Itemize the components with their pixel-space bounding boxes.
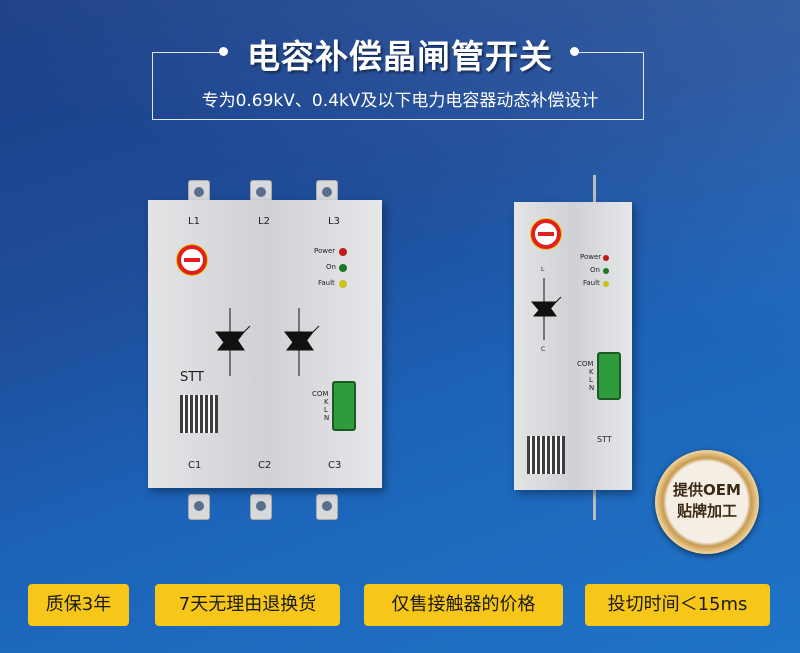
on-led (603, 268, 609, 274)
terminal-label-com: COM (577, 360, 594, 368)
power-led (339, 248, 347, 256)
oem-medal: 提供OEM 贴牌加工 (655, 450, 759, 554)
label-c1: C1 (188, 460, 202, 471)
terminal-tab (188, 494, 210, 520)
pole-label-c: C (541, 346, 546, 353)
led-label-fault: Fault (583, 279, 600, 287)
label-l1: L1 (188, 216, 200, 227)
brand-logo (177, 245, 207, 275)
header-frame (152, 52, 644, 120)
terminal-label-n: N (324, 414, 330, 422)
terminal-rod (593, 488, 596, 520)
brand-logo (531, 219, 561, 249)
terminal-label-k: K (324, 398, 329, 406)
led-label-fault: Fault (318, 279, 335, 287)
page-title: 电容补偿晶闸管开关 (247, 37, 553, 76)
feature-badge: 7天无理由退换货 (155, 584, 340, 626)
label-c2: C2 (258, 460, 272, 471)
page-subtitle: 专为0.69kV、0.4kV及以下电力电容器动态补偿设计 (201, 91, 599, 111)
power-led (603, 255, 609, 261)
fault-led (603, 281, 609, 287)
fault-led (339, 280, 347, 288)
pole-label-l: L (541, 266, 545, 273)
decor-dot (219, 47, 228, 56)
label-l3: L3 (328, 216, 340, 227)
terminal-rod (593, 175, 596, 205)
feature-badge: 质保3年 (28, 584, 129, 626)
led-label-power: Power (580, 253, 602, 261)
feature-badge: 投切时间＜15ms (585, 584, 770, 626)
led-label-on: On (326, 263, 336, 271)
qr-code (527, 436, 565, 474)
thyristor-symbol-icon (214, 308, 320, 376)
medal-line-1: 提供OEM (673, 481, 741, 499)
model-label: STT (597, 435, 612, 444)
model-label: STT (180, 370, 204, 385)
large-thyristor-switch: L1 L2 L3 Power On Fault STT COM K L N C1… (148, 200, 382, 488)
green-terminal-connector (597, 352, 621, 400)
label-l2: L2 (258, 216, 270, 227)
small-thyristor-switch: Power On Fault L C COM K L N STT (514, 202, 632, 490)
terminal-label-com: COM (312, 390, 329, 398)
on-led (339, 264, 347, 272)
led-label-power: Power (314, 247, 336, 255)
terminal-tab (250, 494, 272, 520)
terminal-label-k: K (589, 368, 594, 376)
terminal-label-n: N (589, 384, 595, 392)
green-terminal-connector (332, 381, 356, 431)
decor-dot (570, 47, 579, 56)
terminal-label-l: L (589, 376, 593, 384)
feature-badge: 仅售接触器的价格 (364, 584, 563, 626)
terminal-label-l: L (324, 406, 328, 414)
qr-code (180, 395, 218, 433)
label-c3: C3 (328, 460, 342, 471)
terminal-tab (316, 494, 338, 520)
led-label-on: On (590, 266, 600, 274)
medal-line-2: 贴牌加工 (676, 502, 737, 520)
thyristor-symbol-icon (530, 278, 562, 340)
